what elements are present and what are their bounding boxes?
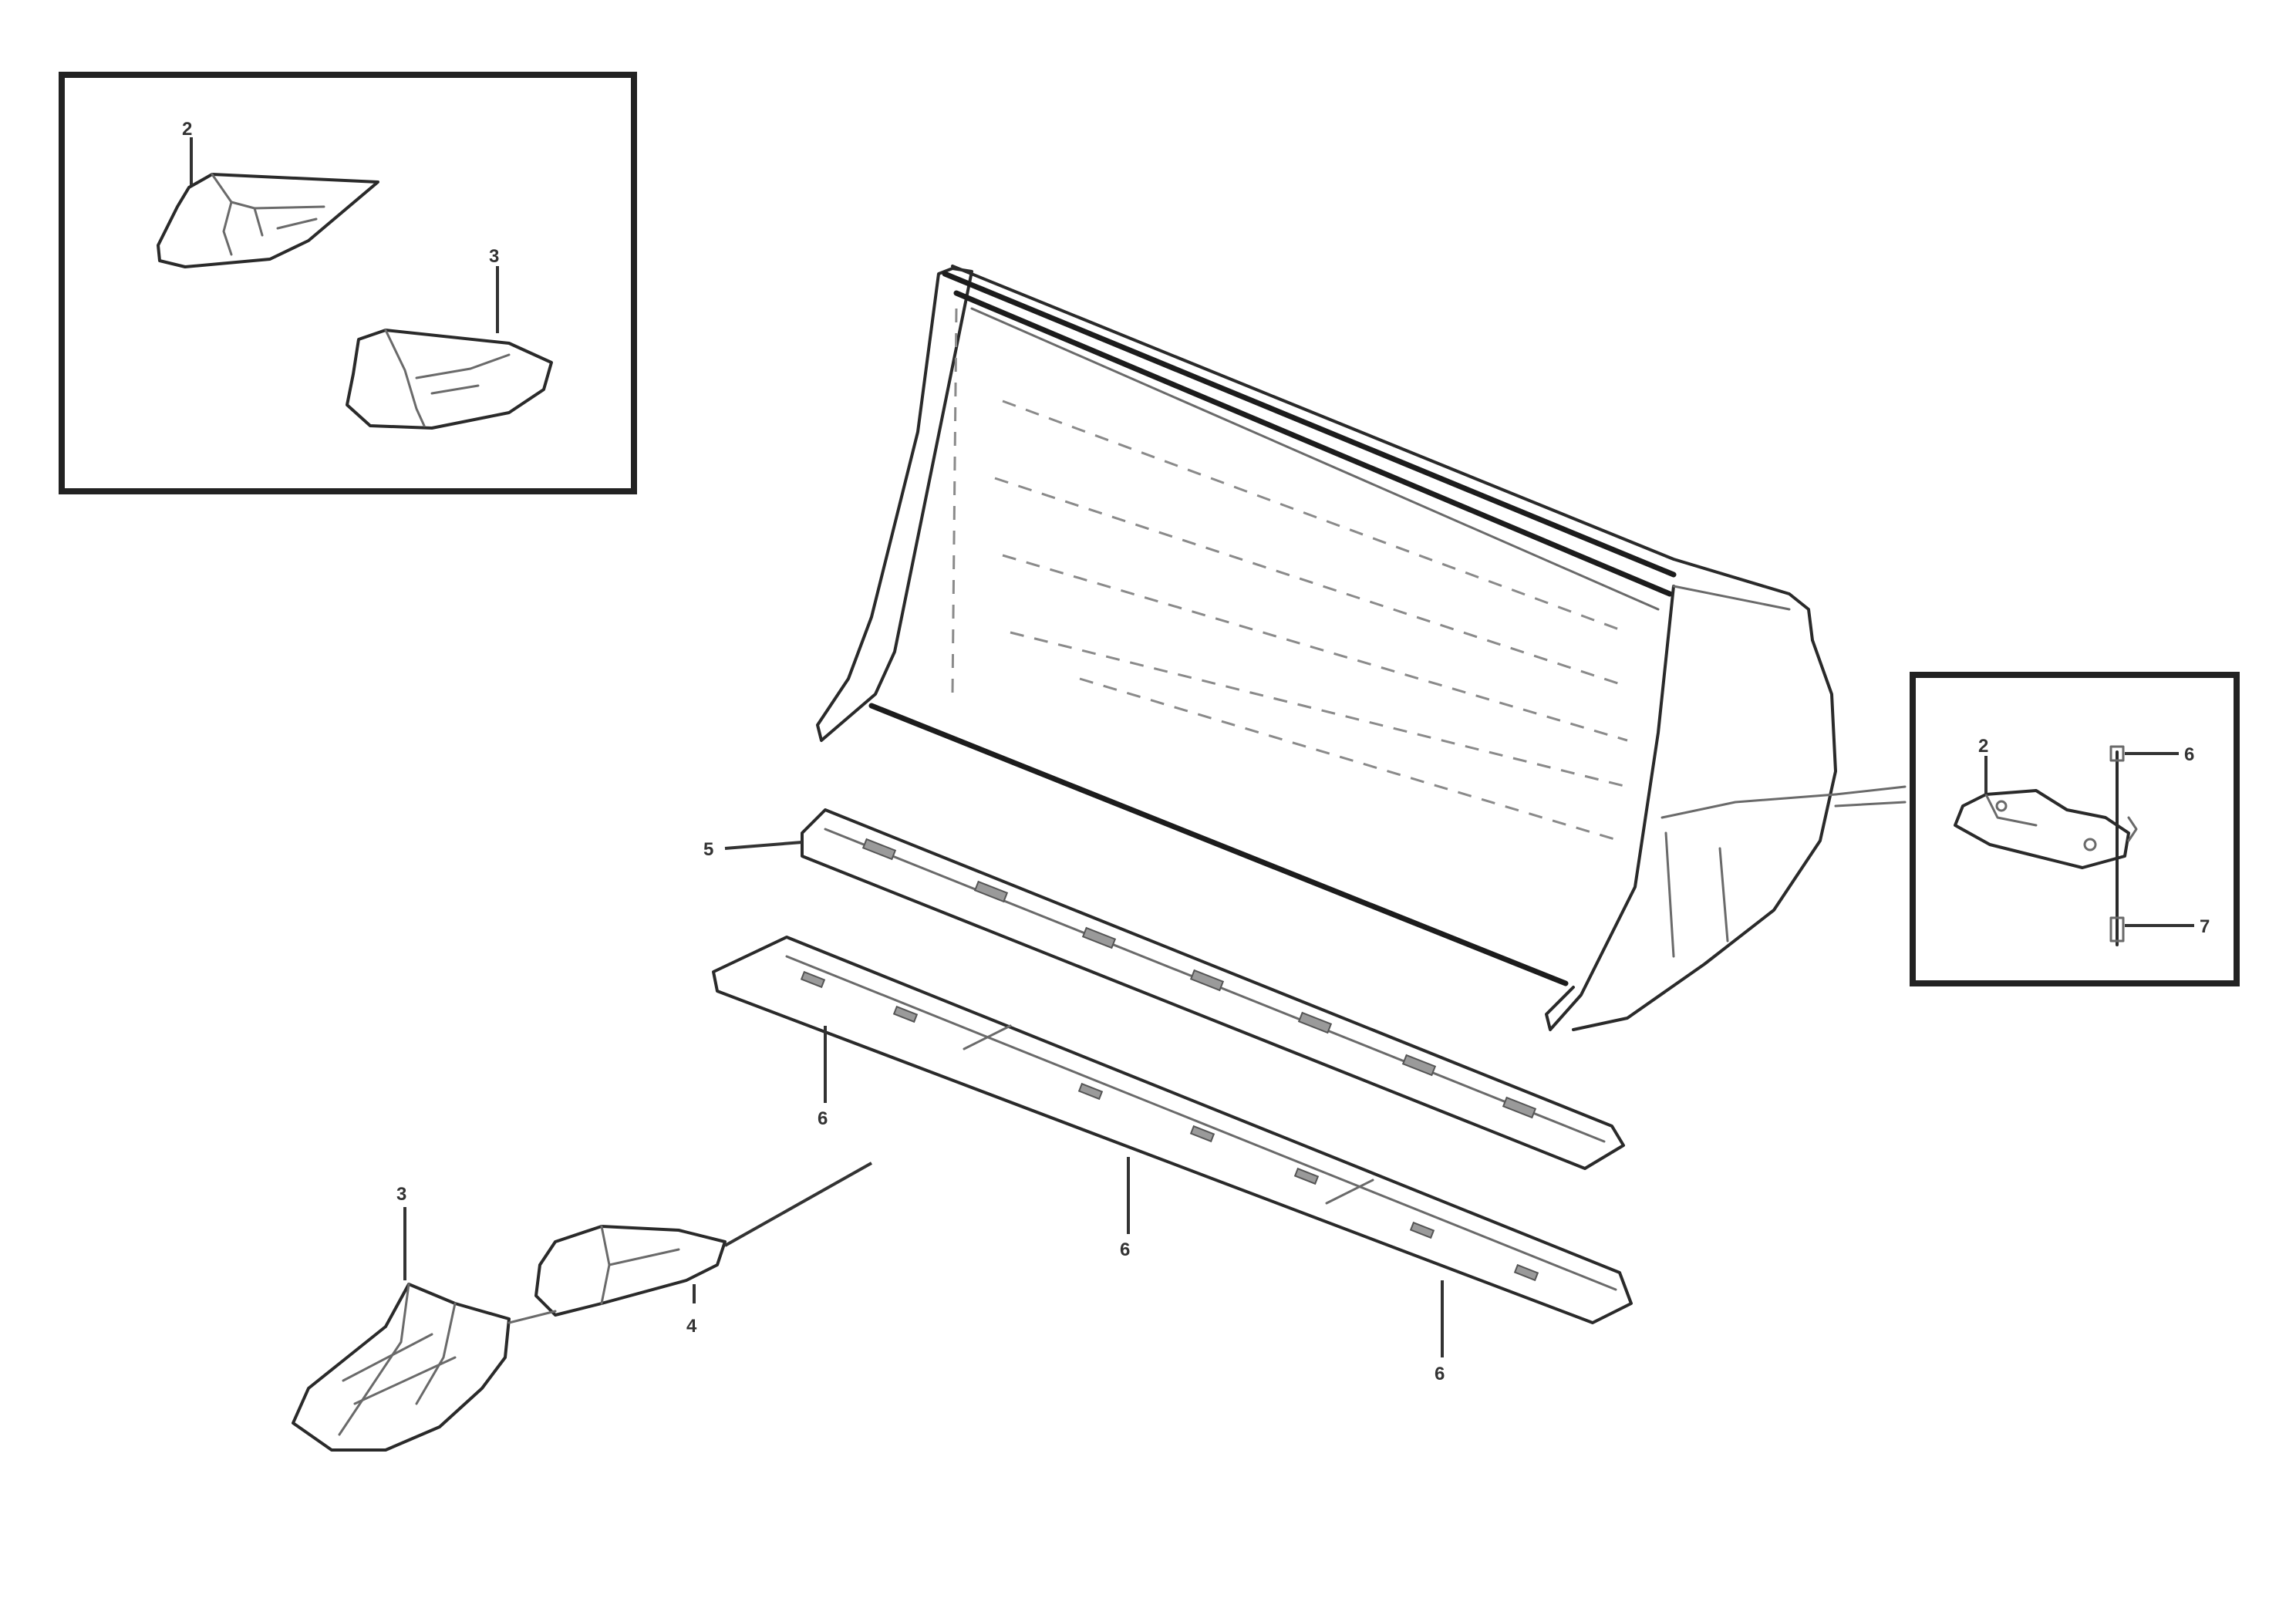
inset-adapter-drawing — [346, 329, 553, 430]
bucket-right-side — [1545, 585, 1675, 1031]
callout-side-7: 7 — [2200, 916, 2210, 937]
callout-edge-6c: 6 — [1435, 1364, 1445, 1384]
inset-frame-top-left — [59, 72, 637, 494]
callout-edge-5: 5 — [703, 839, 713, 860]
bucket — [816, 265, 1907, 1031]
inset-tooth-adapter: 2 3 — [59, 72, 637, 494]
side-adapter-drawing — [1954, 789, 2130, 869]
cutting-edge-upper — [801, 808, 1625, 1170]
inset-frame-right — [1910, 672, 2240, 986]
tooth-assembly — [292, 1162, 872, 1452]
bucket-left-side — [816, 267, 973, 742]
callout-tooth-3: 3 — [396, 1184, 406, 1205]
tooth-adapter — [534, 1225, 727, 1317]
callout-edge-6b: 6 — [1120, 1239, 1130, 1260]
callout-side-6: 6 — [2184, 744, 2194, 765]
callout-edge-6a: 6 — [818, 1108, 828, 1129]
callout-tooth-4: 4 — [686, 1316, 697, 1337]
tooth-tip — [292, 1283, 511, 1452]
inset-side-adapter — [1910, 672, 2240, 986]
callout-inset-3: 3 — [489, 246, 499, 267]
inset-tooth-drawing — [157, 173, 379, 268]
bucket-front-edge — [868, 703, 1569, 986]
bucket-top-rail — [942, 271, 1677, 578]
leader-edge-5 — [724, 841, 803, 850]
wear-strip-lower — [712, 936, 1633, 1324]
callout-side-2: 2 — [1978, 736, 1988, 757]
callout-inset-2: 2 — [182, 119, 192, 140]
